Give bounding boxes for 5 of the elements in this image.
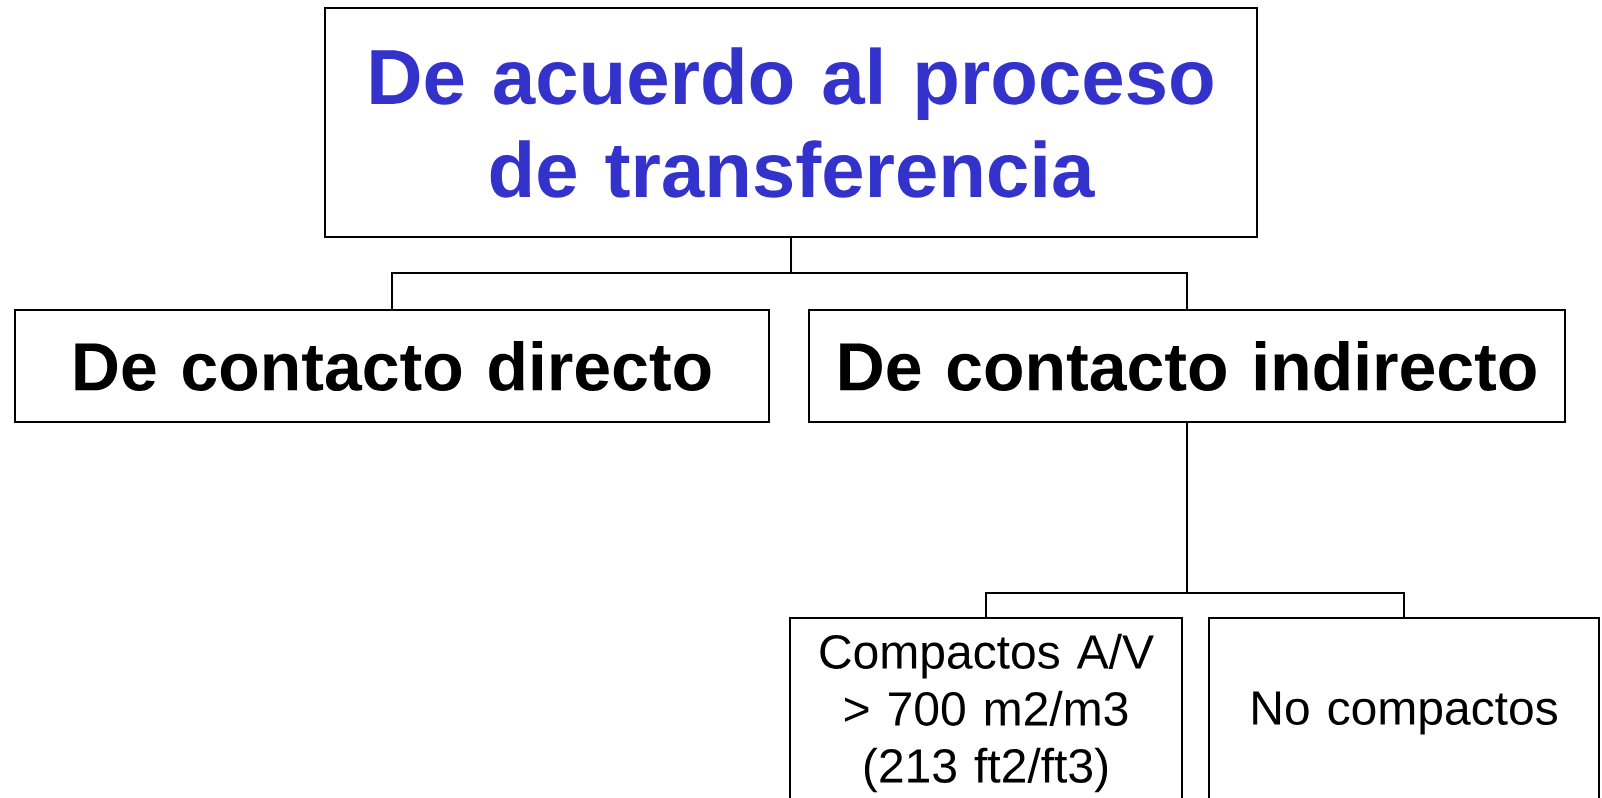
category-box: De contacto directo [14,309,770,423]
heading-box: De acuerdo al proceso de transferencia [324,7,1258,238]
type-box: Compactos A/V > 700 m2/m3 (213 ft2/ft3) [789,617,1183,798]
category-box: De contacto indirecto [808,309,1566,423]
type-box: No compactos [1208,617,1600,798]
